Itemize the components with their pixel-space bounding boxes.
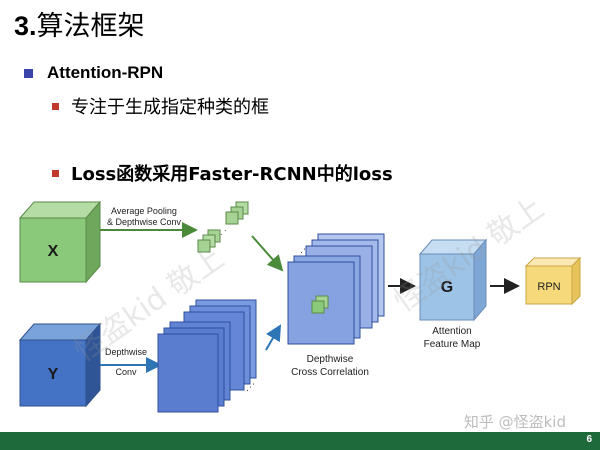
correlation-label-2: Cross Correlation (291, 367, 369, 378)
cube-x-label: X (48, 243, 59, 260)
correlation-stack: ⋰ (287, 233, 385, 345)
cube-x: X (18, 200, 102, 284)
page-number: 6 (586, 434, 592, 445)
title-text: 算法框架 (36, 11, 145, 42)
slide-title: 3.算法框架 (14, 6, 145, 47)
cube-y-label: Y (48, 366, 59, 383)
cube-y: Y (18, 322, 102, 408)
architecture-diagram: X Y Average Pooling & Depthwise Conv . . (18, 200, 582, 413)
bullet-square-icon (24, 68, 33, 78)
rpn-box: RPN (524, 256, 582, 306)
bullet-main: Attention-RPN (24, 63, 163, 83)
svg-text:⋰: ⋰ (300, 245, 309, 255)
svg-text:.: . (224, 224, 227, 233)
zhihu-watermark: 知乎 @怪盗kid (463, 413, 566, 431)
depthwise-label-1: Depthwise (105, 347, 147, 357)
svg-text:⋰: ⋰ (246, 383, 255, 393)
pooling-label-1: Average Pooling (111, 206, 177, 216)
title-number: 3. (14, 11, 37, 41)
bullet-sub-2-text: Loss函数采用Faster-RCNN中的loss (71, 164, 393, 185)
query-feature-stack: ⋰ (157, 299, 257, 413)
bullet-sub-1: 专注于生成指定种类的框 (52, 93, 269, 119)
bullet-main-text: Attention-RPN (47, 63, 164, 82)
pooling-label-2: & Depthwise Conv (107, 217, 182, 227)
bullet-square-icon (52, 102, 59, 110)
correlation-label-1: Depthwise (307, 354, 354, 365)
depthwise-label-2: Conv (115, 367, 137, 377)
bullet-sub-2: Loss函数采用Faster-RCNN中的loss (52, 160, 393, 186)
attention-label-2: Feature Map (424, 339, 481, 350)
kernel-stack: . . (197, 201, 249, 253)
footer-bar (0, 432, 600, 450)
svg-text:.: . (220, 228, 223, 237)
attention-label-1: Attention (432, 326, 471, 337)
cube-g: G (418, 238, 488, 322)
feature-arrow (265, 324, 282, 351)
bullet-sub-1-text: 专注于生成指定种类的框 (71, 97, 269, 118)
rpn-label: RPN (537, 281, 560, 293)
cube-g-label: G (441, 279, 453, 296)
bullet-square-icon (52, 169, 59, 177)
kernel-arrow (251, 235, 284, 272)
